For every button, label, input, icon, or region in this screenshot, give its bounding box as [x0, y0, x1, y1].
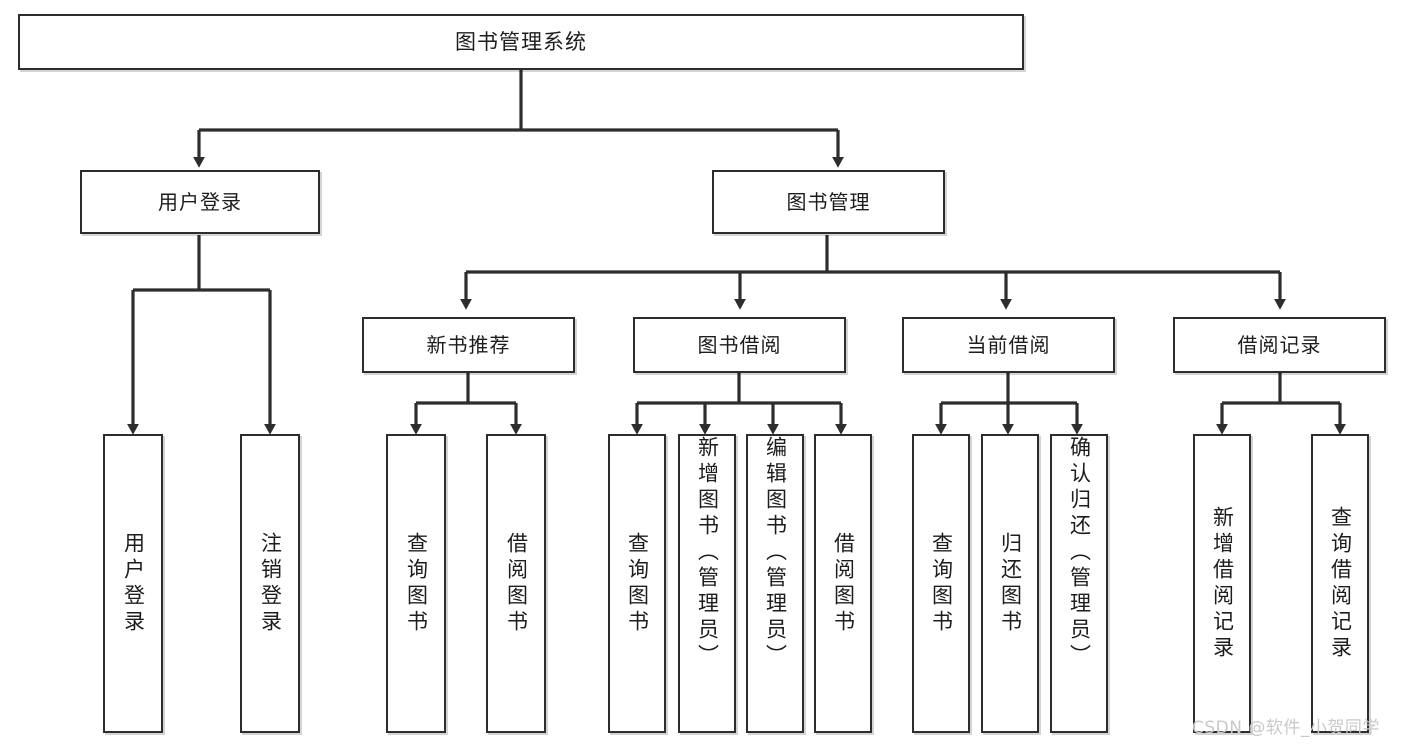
node-label: 图书管理: [786, 189, 871, 214]
node-label: 编辑图书（管理员）: [763, 436, 788, 670]
node-label: 新增图书（管理员）: [695, 436, 720, 670]
node-label: 归还图书: [998, 531, 1023, 636]
node-label: 查询图书: [929, 531, 954, 636]
leaf-new-book-borrow[interactable]: 借阅图书: [486, 434, 546, 733]
node-label: 新增借阅记录: [1210, 505, 1235, 662]
watermark: CSDN @软件_小贺同学: [1192, 718, 1380, 738]
node-book-management[interactable]: 图书管理: [712, 170, 945, 234]
leaf-current-borrow-confirm-return[interactable]: 确认归还（管理员）: [1050, 434, 1108, 733]
leaf-user-login-signin[interactable]: 用户登录: [103, 434, 163, 733]
leaf-borrow-record-add[interactable]: 新增借阅记录: [1193, 434, 1251, 733]
leaf-current-borrow-query[interactable]: 查询图书: [912, 434, 970, 733]
node-label: 图书借阅: [697, 332, 782, 357]
node-label: 借阅图书: [504, 531, 529, 636]
leaf-book-borrow-edit[interactable]: 编辑图书（管理员）: [746, 434, 804, 733]
node-label: 借阅图书: [831, 531, 856, 636]
leaf-new-book-query[interactable]: 查询图书: [386, 434, 446, 733]
leaf-borrow-record-query[interactable]: 查询借阅记录: [1311, 434, 1369, 733]
node-label: 查询借阅记录: [1328, 505, 1353, 662]
node-label: 确认归还（管理员）: [1067, 436, 1092, 670]
node-label: 查询图书: [404, 531, 429, 636]
leaf-current-borrow-return[interactable]: 归还图书: [981, 434, 1039, 733]
node-root-system[interactable]: 图书管理系统: [18, 14, 1024, 70]
leaf-book-borrow-query[interactable]: 查询图书: [608, 434, 666, 733]
node-current-borrow[interactable]: 当前借阅: [902, 317, 1115, 373]
node-book-borrow[interactable]: 图书借阅: [633, 317, 846, 373]
node-label: 注销登录: [258, 531, 283, 636]
leaf-user-login-signout[interactable]: 注销登录: [240, 434, 300, 733]
leaf-book-borrow-add[interactable]: 新增图书（管理员）: [678, 434, 736, 733]
node-label: 当前借阅: [966, 332, 1051, 357]
node-label: 图书管理系统: [455, 29, 587, 54]
node-label: 用户登录: [158, 189, 242, 214]
node-borrow-record[interactable]: 借阅记录: [1173, 317, 1386, 373]
node-label: 查询图书: [625, 531, 650, 636]
node-label: 借阅记录: [1237, 332, 1322, 357]
node-label: 用户登录: [121, 531, 146, 636]
node-user-login[interactable]: 用户登录: [80, 170, 320, 234]
leaf-book-borrow-lend[interactable]: 借阅图书: [814, 434, 872, 733]
node-label: 新书推荐: [426, 332, 511, 357]
node-new-book-recommend[interactable]: 新书推荐: [362, 317, 575, 373]
